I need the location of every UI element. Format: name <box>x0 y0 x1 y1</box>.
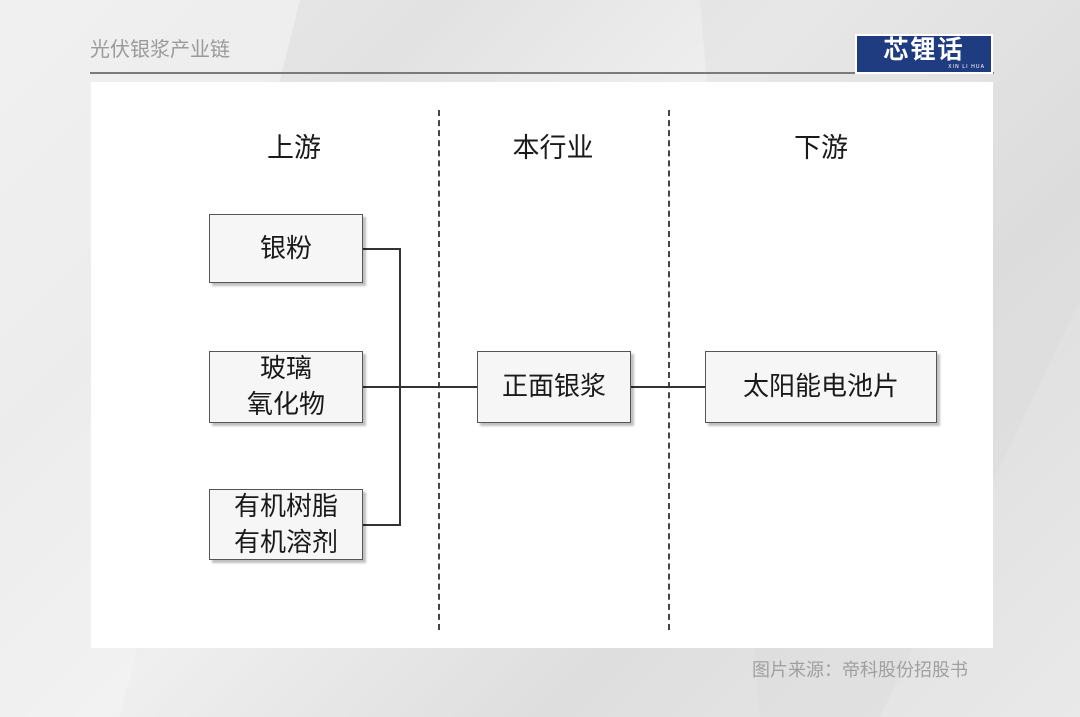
slide-title: 光伏银浆产业链 <box>90 37 230 61</box>
box-silver-powder: 银粉 <box>209 214 363 283</box>
logo-text: 芯锂话 <box>883 35 965 64</box>
box-organic-resin-line1: 有机树脂 <box>233 491 338 522</box>
box-organic-resin-solvent: 有机树脂 有机溶剂 <box>209 489 363 560</box>
header-upstream: 上游 <box>267 133 321 164</box>
column-divider-right <box>668 110 670 630</box>
logo-subtext: XIN LI HUA <box>948 64 985 70</box>
box-silver-powder-label: 银粉 <box>259 233 312 264</box>
box-glass-oxide: 玻璃 氧化物 <box>209 351 363 423</box>
connector-resin <box>362 524 401 526</box>
connector-glass-to-paste <box>362 386 478 388</box>
brand-logo: 芯锂话 XIN LI HUA <box>855 34 993 74</box>
box-front-silver-paste-label: 正面银浆 <box>501 372 606 402</box>
box-glass-oxide-line2: 氧化物 <box>246 390 325 420</box>
header-downstream: 下游 <box>794 133 848 164</box>
image-source-note: 图片来源：帝科股份招股书 <box>752 660 968 681</box>
connector-silver-powder <box>362 248 401 250</box>
connector-paste-to-cell <box>630 386 706 388</box>
box-organic-resin-line2: 有机溶剂 <box>233 527 338 558</box>
box-glass-oxide-line1: 玻璃 <box>259 354 312 384</box>
title-divider <box>90 72 994 74</box>
box-solar-cell-label: 太阳能电池片 <box>742 372 899 402</box>
column-divider-left <box>438 110 440 630</box>
header-industry: 本行业 <box>512 133 594 164</box>
box-solar-cell: 太阳能电池片 <box>705 351 937 423</box>
box-front-silver-paste: 正面银浆 <box>477 351 631 423</box>
